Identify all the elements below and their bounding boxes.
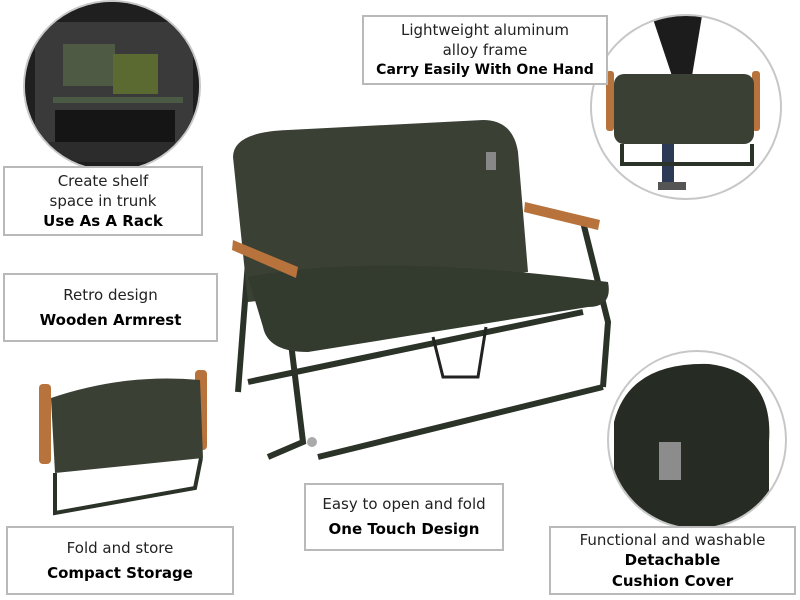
feature-text: Fold and store — [66, 538, 174, 557]
folded-chair-photo — [35, 368, 213, 523]
feature-storage-box: Fold and store Compact Storage — [6, 526, 234, 595]
feature-text: Retro design — [63, 285, 158, 304]
feature-text: Create shelf — [57, 171, 149, 190]
feature-text: alloy frame — [442, 40, 528, 59]
feature-armrest-box: Retro design Wooden Armrest — [3, 273, 218, 342]
carry-one-hand-photo — [590, 14, 782, 200]
feature-title: Use As A Rack — [43, 211, 163, 230]
feature-rack-box: Create shelf space in trunk Use As A Rac… — [3, 166, 203, 236]
feature-text: Easy to open and fold — [322, 495, 486, 513]
feature-title: One Touch Design — [328, 520, 480, 538]
feature-title: Detachable — [624, 550, 721, 569]
loveseat-chair-photo — [228, 112, 620, 474]
feature-text: Functional and washable — [579, 530, 766, 549]
feature-title: Carry Easily With One Hand — [376, 61, 594, 78]
feature-title: Wooden Armrest — [39, 310, 182, 329]
trunk-rack-photo — [23, 0, 201, 172]
feature-cover-box: Functional and washable Detachable Cushi… — [549, 526, 796, 595]
feature-title: Compact Storage — [47, 563, 193, 582]
feature-lightweight-box: Lightweight aluminum alloy frame Carry E… — [362, 15, 608, 85]
feature-title: Cushion Cover — [611, 571, 734, 590]
feature-one-touch-box: Easy to open and fold One Touch Design — [304, 483, 504, 551]
feature-text: Lightweight aluminum — [400, 20, 570, 39]
cushion-cover-photo — [607, 350, 787, 530]
feature-text: space in trunk — [49, 191, 157, 210]
